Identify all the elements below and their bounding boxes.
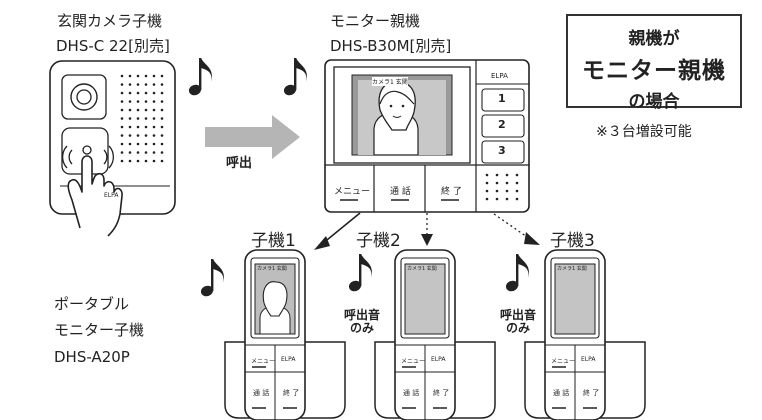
handset-end-label: 終 了: [583, 389, 600, 397]
handset-3-label: 子機3: [550, 231, 595, 251]
handset-talk-label: 通 話: [253, 389, 270, 397]
speaker-grille-icon: [120, 74, 164, 163]
handset-screen-caption: カメラ1 玄関: [257, 266, 287, 272]
handset-brand: ELPA: [281, 356, 296, 363]
door-unit-model: DHS-C 22[別売]: [56, 37, 170, 55]
handset-screen-caption: カメラ1 玄関: [557, 266, 587, 272]
monitor-unit-title: モニター親機: [330, 12, 421, 30]
portable-handset-1: [224, 249, 346, 420]
monitor-talk-label: 通 話: [390, 187, 411, 197]
handset-menu-label: メニュー: [401, 358, 426, 365]
arrow-right-icon: [205, 115, 300, 159]
portable-line2: モニター子機: [54, 321, 145, 339]
handset-3-note: 呼出音のみ: [500, 308, 537, 335]
handset-screen-caption: カメラ1 玄関: [407, 266, 437, 272]
handset-end-label: 終 了: [433, 389, 450, 397]
handset-end-label: 終 了: [283, 389, 300, 397]
callout-line2: モニター親機: [582, 58, 726, 84]
handset-talk-label: 通 話: [553, 389, 570, 397]
callout-line3: の場合: [628, 92, 680, 112]
callout-line1: 親機が: [628, 29, 680, 49]
portable-model: DHS-A20P: [54, 348, 130, 366]
door-unit-title: 玄関カメラ子機: [57, 12, 163, 30]
music-note-icon: [283, 58, 307, 96]
monitor-callout: 親機が モニター親機 の場合: [566, 14, 742, 112]
portable-handset-2: [374, 249, 496, 420]
monitor-menu-label: メニュー: [334, 187, 371, 197]
handset-2-note: 呼出音のみ: [344, 308, 381, 335]
handset-2-label: 子機2: [356, 231, 401, 251]
hand-pointer-icon: [61, 145, 123, 237]
handset-1-label: 子機1: [251, 231, 296, 251]
monitor-screen-caption: カメラ1 玄関: [372, 77, 408, 86]
music-note-icon: [188, 58, 212, 96]
portable-handset-3: [524, 249, 646, 420]
monitor-unit-model: DHS-B30M[別売]: [330, 37, 452, 55]
handset-talk-label: 通 話: [403, 389, 420, 397]
handset-shapes: [224, 249, 646, 420]
handset-menu-label: メニュー: [251, 358, 276, 365]
monitor-button-3: 3: [498, 144, 506, 157]
handset-brand: ELPA: [431, 356, 446, 363]
monitor-brand: ELPA: [491, 72, 508, 80]
monitor-end-label: 終 了: [441, 187, 462, 197]
monitor-button-1: 1: [498, 92, 506, 105]
callout-note: ※３台増設可能: [596, 124, 692, 140]
handset-menu-label: メニュー: [551, 358, 576, 365]
handset-brand: ELPA: [581, 356, 596, 363]
monitor-button-2: 2: [498, 118, 506, 131]
portable-line1: ポータブル: [54, 295, 130, 313]
person-illustration-icon: [373, 81, 419, 156]
call-arrow-label: 呼出: [226, 156, 253, 171]
arrow-down-icon: [421, 234, 433, 246]
speaker-grille-icon: [485, 173, 519, 201]
door-unit-brand: ELPA: [104, 192, 119, 199]
